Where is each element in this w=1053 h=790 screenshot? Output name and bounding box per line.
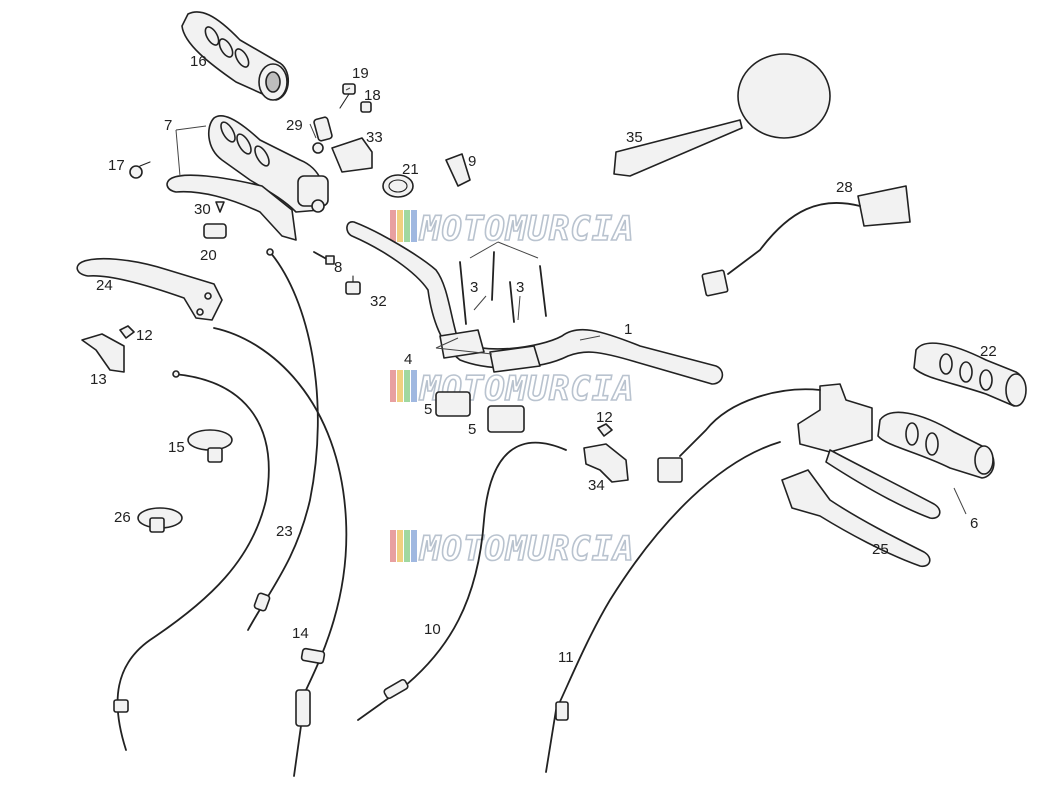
watermark-text-top: MOTOMURCIA (419, 209, 635, 249)
leader-lines (175, 87, 967, 515)
part-13-bracket (81, 333, 125, 373)
callout-17: 17 (108, 157, 125, 174)
callout-33: 33 (366, 129, 383, 146)
callout-28: 28 (836, 179, 853, 196)
part-35-mirror (613, 53, 831, 177)
callout-21: 21 (402, 161, 419, 178)
left-long-cable (113, 370, 270, 751)
part-9-tip (445, 153, 471, 187)
watermark-top: MOTOMURCIA (390, 208, 635, 250)
callout-15: 15 (168, 439, 185, 456)
callout-3-right: 3 (516, 279, 524, 296)
callout-3-left: 3 (470, 279, 478, 296)
part-26-clamp (137, 507, 183, 533)
part-21-ring (382, 174, 414, 198)
part-15-clamp (187, 429, 233, 463)
callout-1: 1 (624, 321, 632, 338)
callout-32: 32 (370, 293, 387, 310)
callout-11: 11 (558, 649, 574, 666)
handlebar-bolts (459, 251, 547, 325)
part-33-cover (331, 137, 373, 173)
callout-13: 13 (90, 371, 107, 388)
part-32-adjuster (345, 275, 361, 295)
part-25-lever (781, 469, 931, 568)
callout-8: 8 (334, 259, 342, 276)
part-6-right-control (657, 383, 995, 520)
part-30-clip (215, 201, 225, 213)
part-7-left-control (166, 115, 329, 241)
callout-16: 16 (190, 53, 207, 70)
callout-14: 14 (292, 625, 309, 642)
part-24-lever (76, 257, 223, 321)
part-34-clamp (583, 443, 629, 483)
callout-30: 30 (194, 201, 211, 218)
part-20-block (203, 223, 227, 239)
callout-5-right: 5 (468, 421, 476, 438)
callout-29: 29 (286, 117, 303, 134)
part-8-bolt (313, 251, 335, 265)
part-12-nut-right (597, 423, 613, 437)
callout-6: 6 (970, 515, 978, 532)
part-22-grip (913, 342, 1027, 407)
part-17-spring (129, 161, 151, 179)
callout-10: 10 (424, 621, 441, 638)
part-1-handlebar (346, 221, 724, 385)
part-19-screw (339, 83, 356, 109)
part-10-cable (357, 441, 567, 721)
callout-25: 25 (872, 541, 889, 558)
watermark-text-bottom: MOTOMURCIA (419, 529, 635, 569)
callout-12-left: 12 (136, 327, 153, 344)
part-23-cable (247, 248, 319, 631)
callout-19: 19 (352, 65, 369, 82)
watermark-bottom: MOTOMURCIA (390, 528, 635, 570)
callout-26: 26 (114, 509, 131, 526)
callout-20: 20 (200, 247, 217, 264)
part-12-nut-left (119, 325, 135, 339)
callout-7: 7 (164, 117, 172, 134)
part-18-nut (360, 101, 372, 113)
part-11-cable (545, 441, 781, 773)
callout-34: 34 (588, 477, 605, 494)
callout-9: 9 (468, 153, 476, 170)
part-29-screw (312, 116, 333, 154)
part-14-cable (213, 327, 348, 777)
callout-23: 23 (276, 523, 293, 540)
part-16-grip (181, 11, 290, 101)
callout-24: 24 (96, 277, 113, 294)
callout-5-left: 5 (424, 401, 432, 418)
callout-35: 35 (626, 129, 643, 146)
part-28-switch (701, 185, 911, 297)
part-5-risers (435, 391, 525, 433)
callouts: 16 7 17 30 20 19 18 29 33 21 9 8 32 24 1… (90, 53, 997, 666)
part-4-clamp (439, 329, 541, 373)
callout-18: 18 (364, 87, 381, 104)
callout-12-right: 12 (596, 409, 613, 426)
callout-22: 22 (980, 343, 997, 360)
callout-4: 4 (404, 351, 412, 368)
